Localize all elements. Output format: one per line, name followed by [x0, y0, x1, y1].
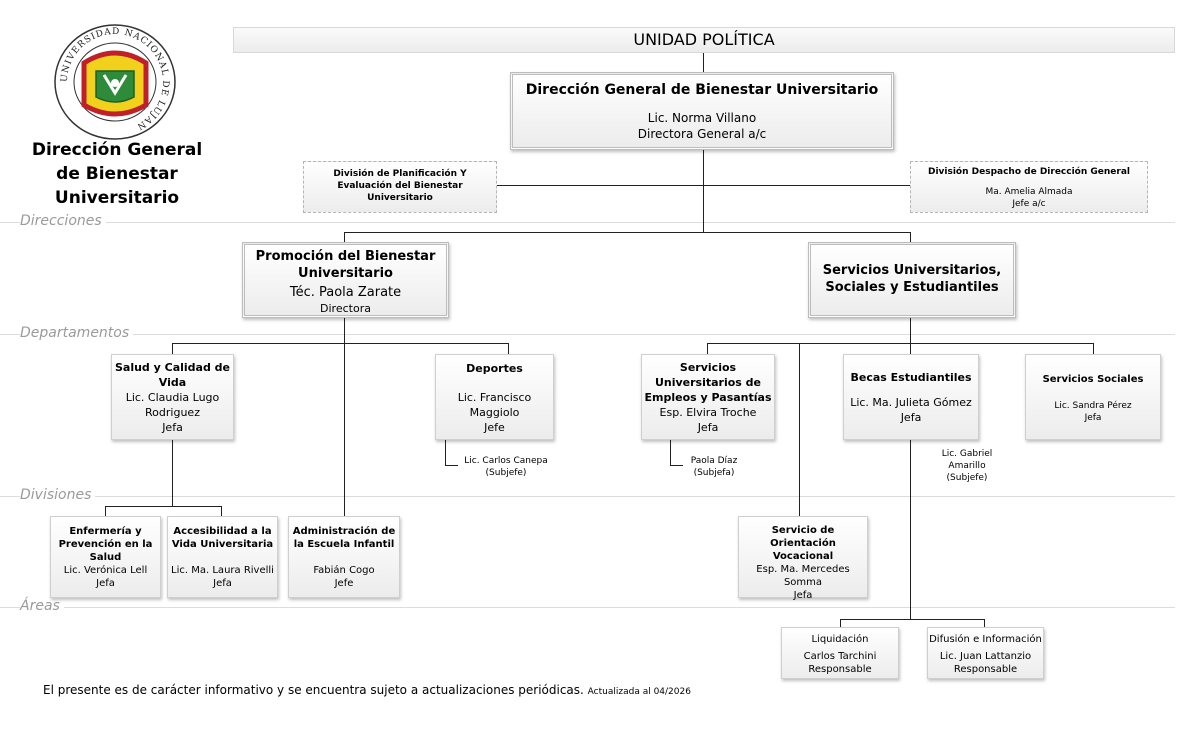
section-label-areas: Áreas [20, 598, 64, 614]
node-division-planificacion: División de Planificación Y Evaluación d… [303, 161, 497, 213]
connector [910, 440, 911, 620]
connector [910, 232, 911, 242]
connector [445, 440, 446, 466]
separator-divisiones [0, 496, 1175, 497]
university-logo: UNIVERSIDAD NACIONAL DE LUJAN [52, 23, 178, 141]
page-title: Dirección General de Bienestar Universit… [31, 140, 203, 208]
node-orientacion-vocacional: Servicio de Orientación Vocacional Esp. … [738, 516, 868, 601]
connector [703, 52, 704, 72]
subjefa-empleos: Paola Díaz (Subjefa) [690, 456, 738, 478]
connector [840, 619, 985, 620]
connector [1093, 343, 1094, 354]
connector [670, 440, 671, 466]
node-salud-calidad-vida: Salud y Calidad de Vida Lic. Claudia Lug… [111, 354, 234, 440]
connector [344, 318, 345, 516]
section-label-divisiones: Divisiones [20, 487, 96, 503]
footer-updated: Actualizada al 04/2026 [587, 687, 691, 697]
subjefe-becas: Lic. Gabriel Amarillo (Subjefe) [941, 449, 993, 483]
connector [221, 506, 222, 516]
connector [497, 185, 910, 186]
section-label-direcciones: Direcciones [20, 213, 106, 229]
connector [703, 149, 704, 232]
connector [445, 465, 458, 466]
connector [799, 343, 800, 516]
connector [172, 343, 173, 354]
footer-note: El presente es de carácter informativo y… [43, 682, 691, 700]
connector [707, 343, 708, 354]
separator-direcciones [0, 222, 1175, 223]
connector [670, 465, 683, 466]
connector [172, 343, 509, 344]
node-deportes: Deportes Lic. Francisco Maggiolo Jefe [435, 354, 554, 440]
connector [105, 506, 106, 516]
footer-text: El presente es de carácter informativo y… [43, 683, 584, 697]
node-division-despacho: División Despacho de Dirección General M… [910, 161, 1148, 213]
unidad-politica-bar: UNIDAD POLÍTICA [233, 27, 1175, 53]
node-enfermeria-prevencion: Enfermería y Prevención en la Salud Lic.… [50, 516, 161, 598]
node-empleos-pasantias: Servicios Universitarios de Empleos y Pa… [641, 354, 775, 440]
node-direccion-general: Dirección General de Bienestar Universit… [510, 72, 894, 150]
node-servicios-sociales: Servicios Sociales Lic. Sandra Pérez Jef… [1025, 354, 1161, 440]
subjefe-deportes: Lic. Carlos Canepa (Subjefe) [464, 456, 548, 478]
node-liquidacion: Liquidación Carlos Tarchini Responsable [781, 627, 899, 679]
connector [840, 619, 841, 627]
separator-departamentos [0, 334, 1175, 335]
node-difusion-informacion: Difusión e Información Lic. Juan Lattanz… [927, 627, 1044, 679]
connector [105, 506, 222, 507]
node-becas-estudiantiles: Becas Estudiantiles Lic. Ma. Julieta Góm… [843, 354, 979, 440]
node-servicios-universitarios: Servicios Universitarios, Sociales y Est… [808, 242, 1016, 318]
node-escuela-infantil: Administración de la Escuela Infantil Fa… [288, 516, 400, 598]
node-accesibilidad: Accesibilidad a la Vida Universitaria Li… [167, 516, 278, 598]
connector [508, 343, 509, 354]
connector [344, 232, 911, 233]
connector [984, 619, 985, 627]
connector [172, 440, 173, 507]
connector [344, 232, 345, 242]
connector [707, 343, 1094, 344]
connector [910, 343, 911, 354]
connector [910, 318, 911, 344]
separator-areas [0, 607, 1175, 608]
node-promocion-bienestar: Promoción del Bienestar Universitario Té… [242, 242, 449, 318]
section-label-departamentos: Departamentos [20, 325, 134, 341]
